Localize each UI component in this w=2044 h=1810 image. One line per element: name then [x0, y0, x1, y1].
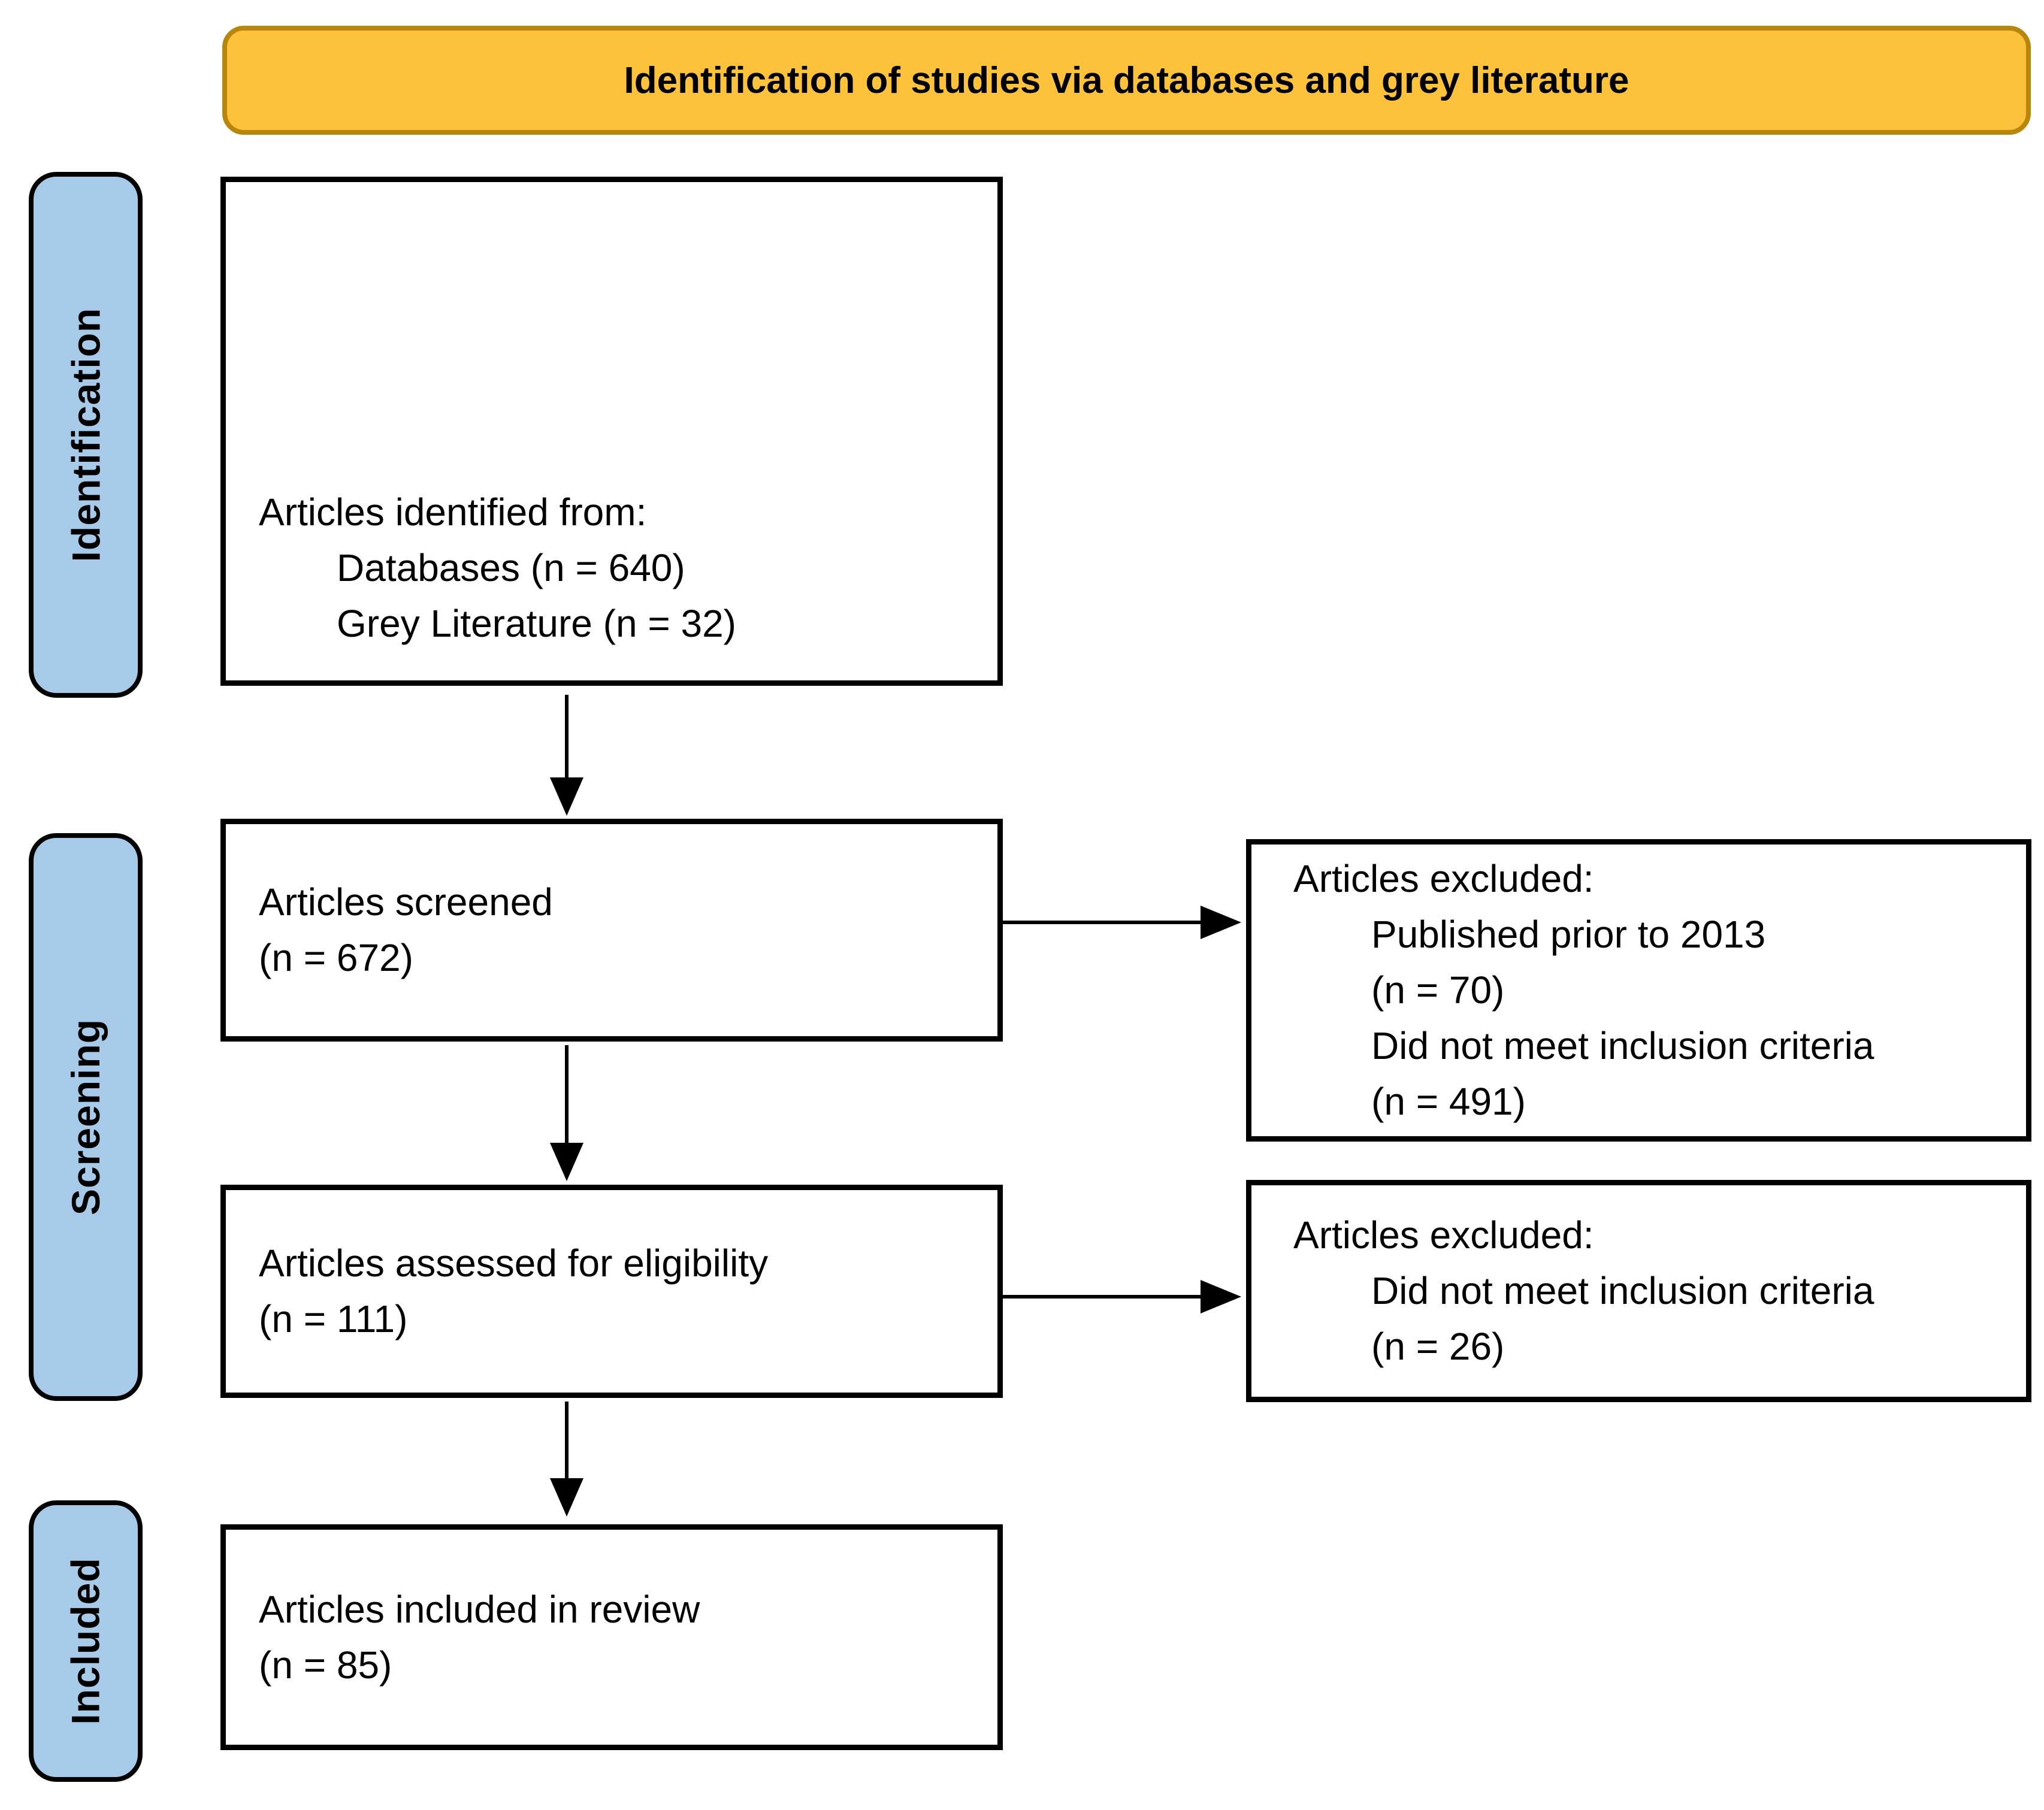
arrow-line [565, 1045, 569, 1144]
box-line: (n = 26) [1371, 1325, 1505, 1368]
arrow-head [1201, 1280, 1241, 1313]
title-banner: Identification of studies via databases … [222, 26, 2031, 135]
stage-label-identification: Identification [29, 172, 143, 698]
box-articles-excluded-screening: Articles excluded: Published prior to 20… [1246, 839, 2031, 1142]
stage-label-text: Screening [64, 1018, 108, 1216]
box-line: Did not meet inclusion criteria [1371, 1024, 1874, 1067]
box-line: Articles included in review [259, 1587, 700, 1631]
arrow-head [1201, 906, 1241, 939]
box-articles-assessed-eligibility: Articles assessed for eligibility (n = 1… [220, 1185, 1003, 1398]
arrow-line [1003, 1295, 1202, 1299]
box-articles-identified: Articles identified from: Databases (n =… [220, 177, 1003, 686]
diagram-title: Identification of studies via databases … [624, 59, 1629, 101]
arrow-head [550, 1143, 583, 1181]
box-line: (n = 672) [259, 936, 413, 979]
box-line: Articles screened [259, 880, 553, 924]
box-title: Articles excluded: [1293, 857, 1594, 900]
arrow-line [565, 1402, 569, 1479]
stage-label-text: Identification [64, 307, 108, 562]
arrow-line [565, 695, 569, 782]
arrow-line [1003, 921, 1202, 924]
arrow-head [550, 1478, 583, 1517]
arrow-head [550, 777, 583, 816]
box-articles-included-review: Articles included in review (n = 85) [220, 1524, 1003, 1750]
box-line: Grey Literature (n = 32) [337, 602, 736, 645]
stage-label-included: Included [29, 1500, 143, 1782]
box-line: (n = 111) [259, 1297, 408, 1340]
box-articles-excluded-eligibility: Articles excluded: Did not meet inclusio… [1246, 1180, 2031, 1402]
box-title: Articles excluded: [1293, 1213, 1594, 1257]
box-line: (n = 491) [1371, 1080, 1526, 1123]
stage-label-text: Included [64, 1557, 108, 1725]
box-articles-screened: Articles screened (n = 672) [220, 819, 1003, 1042]
box-title: Articles identified from: [259, 491, 647, 534]
box-line: Articles assessed for eligibility [259, 1242, 769, 1285]
box-line: (n = 70) [1371, 968, 1505, 1012]
box-line: Did not meet inclusion criteria [1371, 1269, 1874, 1312]
box-line: Databases (n = 640) [337, 546, 685, 589]
box-line: Published prior to 2013 [1371, 913, 1766, 956]
box-line: (n = 85) [259, 1643, 392, 1687]
stage-label-screening: Screening [29, 833, 143, 1401]
